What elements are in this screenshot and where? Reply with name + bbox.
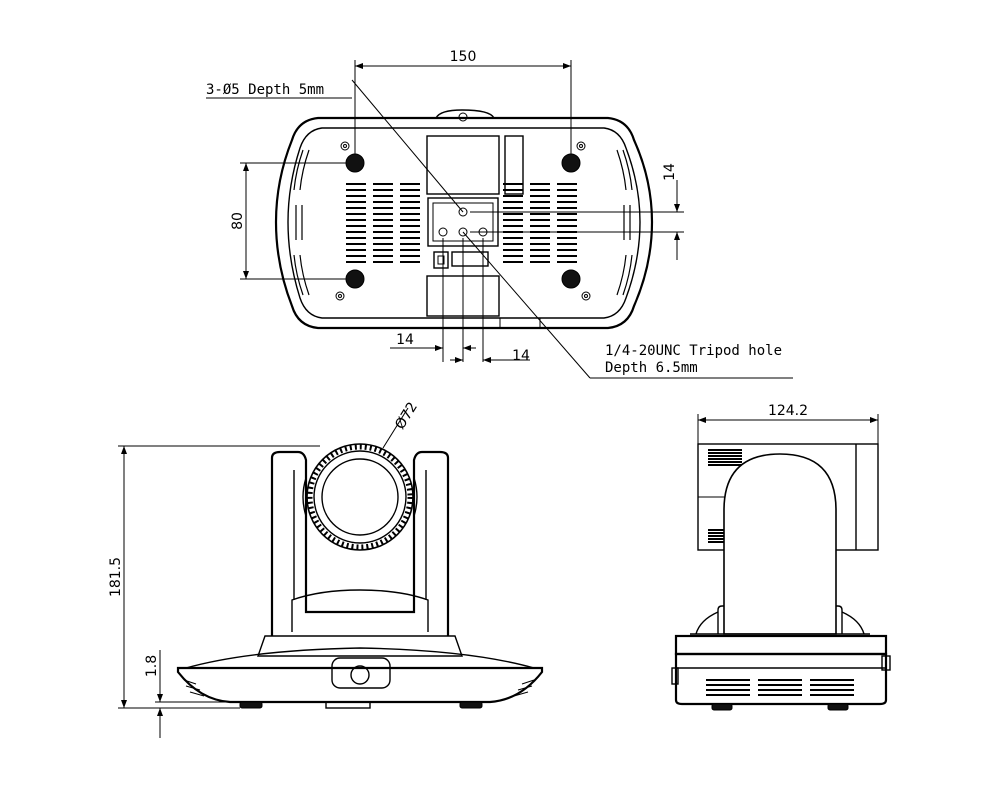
- side-view-yoke: [723, 453, 837, 635]
- note-tripod-line1: 1/4-20UNC Tripod hole: [605, 343, 782, 359]
- dim-right-14: 14: [662, 163, 678, 181]
- rubber-foot: [345, 269, 365, 289]
- side-view-base-top: [674, 634, 888, 656]
- note-holes: 3-Ø5 Depth 5mm: [206, 82, 324, 98]
- rubber-foot: [345, 153, 365, 173]
- front-view: Ø72 181.5 1.8: [108, 399, 544, 738]
- dim-foot-1-8: 1.8: [144, 655, 160, 677]
- bottom-view-outline: [274, 116, 654, 330]
- bottom-vent-grille-left: [346, 183, 420, 263]
- label-plate-small: [504, 135, 524, 195]
- dim-width-124-2: 124.2: [768, 403, 808, 419]
- bottom-vent-grille-right: [503, 183, 577, 263]
- dim-bottom-14-right: 14: [512, 348, 530, 364]
- dim-lens-72: Ø72: [392, 399, 421, 432]
- dim-bottom-14-left: 14: [396, 332, 414, 348]
- bottom-view-inner-rim: [287, 127, 641, 319]
- dim-height-80: 80: [230, 212, 246, 230]
- rubber-foot: [561, 269, 581, 289]
- rubber-foot: [561, 153, 581, 173]
- dim-height-181-5: 181.5: [108, 557, 124, 597]
- left-side-vents: [293, 149, 310, 296]
- mount-hole: [458, 227, 468, 237]
- front-view-yoke: [270, 450, 450, 636]
- right-side-vents: [616, 149, 633, 296]
- side-view: 124.2: [671, 403, 891, 711]
- note-tripod-line2: Depth 6.5mm: [605, 360, 698, 376]
- dim-width-150: 150: [450, 49, 477, 65]
- side-view-base: [674, 652, 888, 706]
- tripod-hole: [458, 207, 468, 217]
- front-view-base: [176, 666, 544, 704]
- front-sensor: [331, 657, 391, 689]
- label-plate: [426, 135, 500, 195]
- lens: [321, 458, 399, 536]
- top-connector: [435, 109, 495, 119]
- mount-hole: [438, 227, 448, 237]
- bottom-view: 150 80 14 14 14 3-Ø5 Depth 5mm 1/4-2: [206, 49, 793, 379]
- side-view-base-vents: [706, 679, 854, 696]
- front-view-pedestal: [257, 635, 463, 657]
